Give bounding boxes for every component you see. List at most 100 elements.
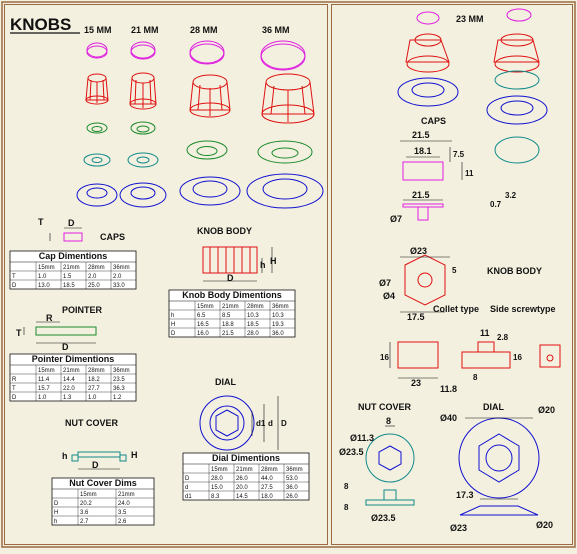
table-cell: 2.0 <box>88 274 97 280</box>
knob-body-label-left: KNOB BODY <box>197 226 252 236</box>
table-cell: h <box>54 519 57 525</box>
table-cell: 21.5 <box>222 331 234 337</box>
table-cell: 28.0 <box>211 476 223 482</box>
ptr-dim-r: R <box>46 313 53 323</box>
table-cell: 2.7 <box>80 519 89 525</box>
table-header-cell: 21mm <box>118 492 135 498</box>
caps-label-left: CAPS <box>100 232 125 242</box>
kb-dim-h: h <box>260 260 266 270</box>
rd-dim-o23: Ø23 <box>450 523 467 533</box>
table-header-cell: 15mm <box>211 467 228 473</box>
dial-dim-d1: d1 <box>256 419 266 428</box>
ptr-dim-d: D <box>62 342 69 352</box>
dial-label-left: DIAL <box>215 377 236 387</box>
rn-dim-113: Ø11.3 <box>350 433 374 443</box>
table-header-cell: 36mm <box>113 265 130 271</box>
table-header-cell: 21mm <box>63 265 80 271</box>
right-cap-dimension-drawing: 21.5 18.1 7.5 11 21.5 Ø7 0.7 3.2 <box>390 130 517 224</box>
table-cell: 19.3 <box>272 322 284 328</box>
dial-dim-D: D <box>281 419 287 428</box>
table-cell: 13.0 <box>38 283 50 289</box>
table-cell: 16.0 <box>197 331 209 337</box>
table-header-cell: 15mm <box>38 368 55 374</box>
nc-dim-H: H <box>131 450 138 460</box>
kb-dim-d: D <box>227 273 234 283</box>
rn-dim-235a: Ø23.5 <box>339 447 364 457</box>
right-knob-body-dimension-drawing: Ø23 Ø7 Ø4 5 17.5 Collet type Side screwt… <box>379 246 561 394</box>
table-header-cell: 28mm <box>247 304 264 310</box>
rk-dim-11: 11 <box>480 328 490 338</box>
table-header-cell: 28mm <box>88 368 105 374</box>
table-cell: 36.0 <box>272 331 284 337</box>
table-cell: 14.5 <box>236 494 248 500</box>
rk-dim-o23: Ø23 <box>410 246 427 256</box>
table-cell: T <box>12 386 16 392</box>
rk-dim-28: 2.8 <box>497 333 509 342</box>
table-header-cell: 36mm <box>286 467 303 473</box>
caps-row <box>86 40 306 71</box>
table-cell: 1.0 <box>88 395 97 401</box>
table-cell: 53.0 <box>286 476 298 482</box>
rk-dim-16a: 16 <box>380 353 389 362</box>
table-cell: 25.0 <box>88 283 100 289</box>
table-cell: 14.4 <box>63 377 75 383</box>
table-title: Pointer Dimentions <box>32 354 115 364</box>
table-header-cell: 21mm <box>63 368 80 374</box>
table-cell: 3.6 <box>80 510 89 516</box>
table-header-cell: 21mm <box>222 304 239 310</box>
table-cell: R <box>12 377 17 383</box>
table-cell: 22.0 <box>63 386 75 392</box>
table-cell: 18.0 <box>261 494 273 500</box>
table-title: Dial Dimentions <box>212 453 280 463</box>
table-cell: d1 <box>185 494 192 500</box>
caps-label-right: CAPS <box>421 116 446 126</box>
rk-dim-o7: Ø7 <box>379 278 391 288</box>
cap-dimension-drawing: D T CAPS <box>38 217 125 242</box>
pointer-dimension-drawing: R D T <box>16 313 97 352</box>
table-cell: 18.5 <box>63 283 75 289</box>
table-cell: H <box>171 322 175 328</box>
table-cell: 36.3 <box>113 386 125 392</box>
rc-dim-o7: Ø7 <box>390 214 402 224</box>
table-cell: 15.7 <box>38 386 50 392</box>
ptr-dim-t: T <box>16 328 22 338</box>
table-cell: 3.5 <box>118 510 127 516</box>
table-cell: 27.7 <box>88 386 100 392</box>
dial-label-right: DIAL <box>483 402 504 412</box>
nut-cover-label: NUT COVER <box>65 418 119 428</box>
nut-cover-label-right: NUT COVER <box>358 402 412 412</box>
table-cell: 11.4 <box>38 377 50 383</box>
table-cell: D <box>12 395 17 401</box>
table-cell: 28.0 <box>247 331 259 337</box>
table-cell: 36.0 <box>286 485 298 491</box>
table-cell: 1.2 <box>113 395 122 401</box>
table-cell: 27.5 <box>261 485 273 491</box>
table-header-cell: 15mm <box>197 304 214 310</box>
table-cell: H <box>54 510 58 516</box>
table-cell: h <box>171 313 174 319</box>
dials-row <box>76 173 324 209</box>
right-nut-cover-dimension-drawing: 8 Ø11.3 Ø23.5 8 8 Ø23.5 <box>339 416 415 523</box>
nut-cover-dimension-drawing: D h H <box>62 450 138 470</box>
left-panel-frame <box>4 4 328 545</box>
table-cell: 33.0 <box>113 283 125 289</box>
pointers-row <box>86 121 313 164</box>
table-cell: 8.3 <box>211 494 220 500</box>
nut-covers-row <box>83 152 159 168</box>
nc-dim-d: D <box>92 460 99 470</box>
table-cell: 10.3 <box>247 313 259 319</box>
rk-dim-8: 8 <box>473 373 478 382</box>
table-header-cell: 21mm <box>236 467 253 473</box>
rc-dim-75: 7.5 <box>453 150 465 159</box>
table-cell: 8.5 <box>222 313 231 319</box>
table-cell: 18.5 <box>247 322 259 328</box>
table-header-cell: 36mm <box>272 304 289 310</box>
table-cell: D <box>54 501 59 507</box>
rd-dim-o20b: Ø20 <box>536 520 553 530</box>
rd-dim-o40: Ø40 <box>440 413 457 423</box>
